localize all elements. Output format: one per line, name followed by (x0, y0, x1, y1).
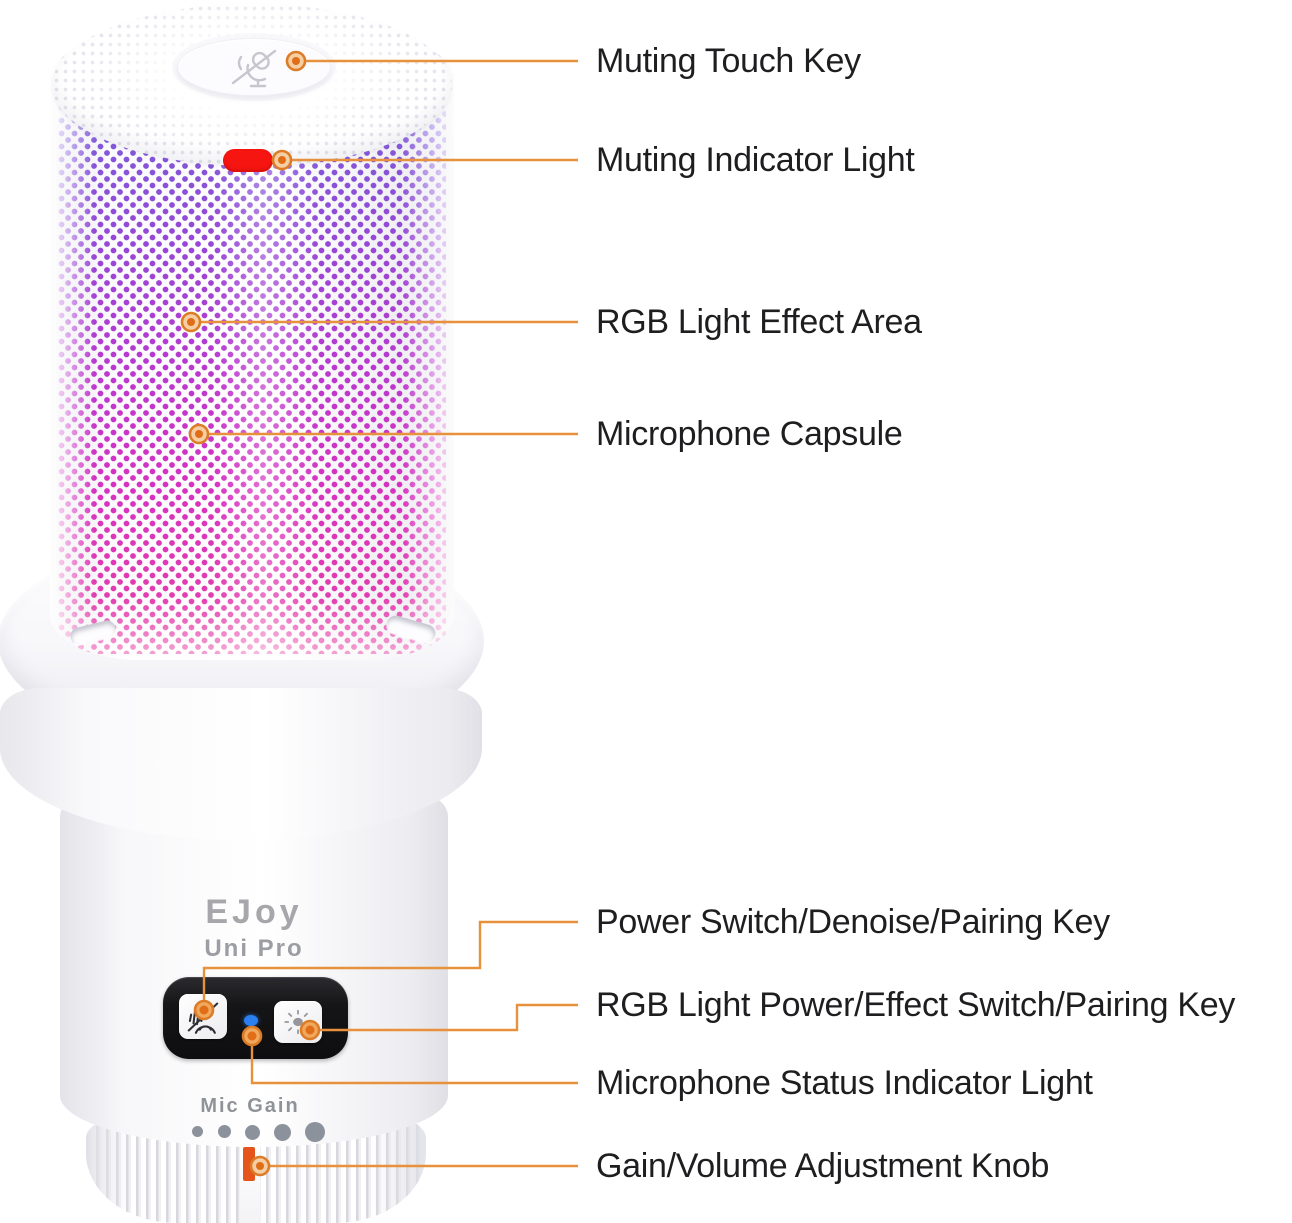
muting-touch-key (177, 38, 331, 96)
callout-label-power-switch-key: Power Switch/Denoise/Pairing Key (596, 903, 1110, 941)
gain-scale-dot (192, 1126, 203, 1137)
denoise-wave-slash-icon (187, 1002, 219, 1034)
power-switch-denoise-pairing-key (179, 994, 227, 1039)
brand-text: EJoy (205, 893, 303, 931)
knob-position-marker (243, 1147, 255, 1181)
control-panel (163, 977, 348, 1059)
callout-label-status-indicator-light: Microphone Status Indicator Light (596, 1064, 1093, 1102)
callout-label-rgb-light-effect-area: RGB Light Effect Area (596, 303, 922, 341)
muting-indicator-light (223, 149, 273, 172)
callout-label-rgb-light-key: RGB Light Power/Effect Switch/Pairing Ke… (596, 986, 1236, 1024)
mic-gain-label: Mic Gain (200, 1095, 300, 1117)
callout-label-muting-indicator-light: Muting Indicator Light (596, 141, 915, 179)
gain-scale-dot (274, 1124, 291, 1141)
gain-scale-dot (218, 1125, 231, 1138)
microphone-status-indicator-light (244, 1015, 258, 1026)
mount-collar-front (0, 688, 482, 840)
callout-label-gain-volume-knob: Gain/Volume Adjustment Knob (596, 1147, 1050, 1185)
microphone-muted-icon (231, 49, 277, 88)
model-text: Uni Pro (204, 935, 304, 962)
gain-scale-dot (305, 1122, 325, 1142)
rgb-light-power-effect-switch-pairing-key (274, 1001, 322, 1043)
callout-label-microphone-capsule: Microphone Capsule (596, 415, 903, 453)
light-sun-icon (284, 1009, 312, 1035)
mic-top-cap (52, 4, 452, 166)
mic-lower-body: EJoy Uni Pro (60, 795, 448, 1147)
callout-label-muting-touch-key: Muting Touch Key (596, 42, 861, 80)
gain-scale-dot (245, 1125, 260, 1140)
